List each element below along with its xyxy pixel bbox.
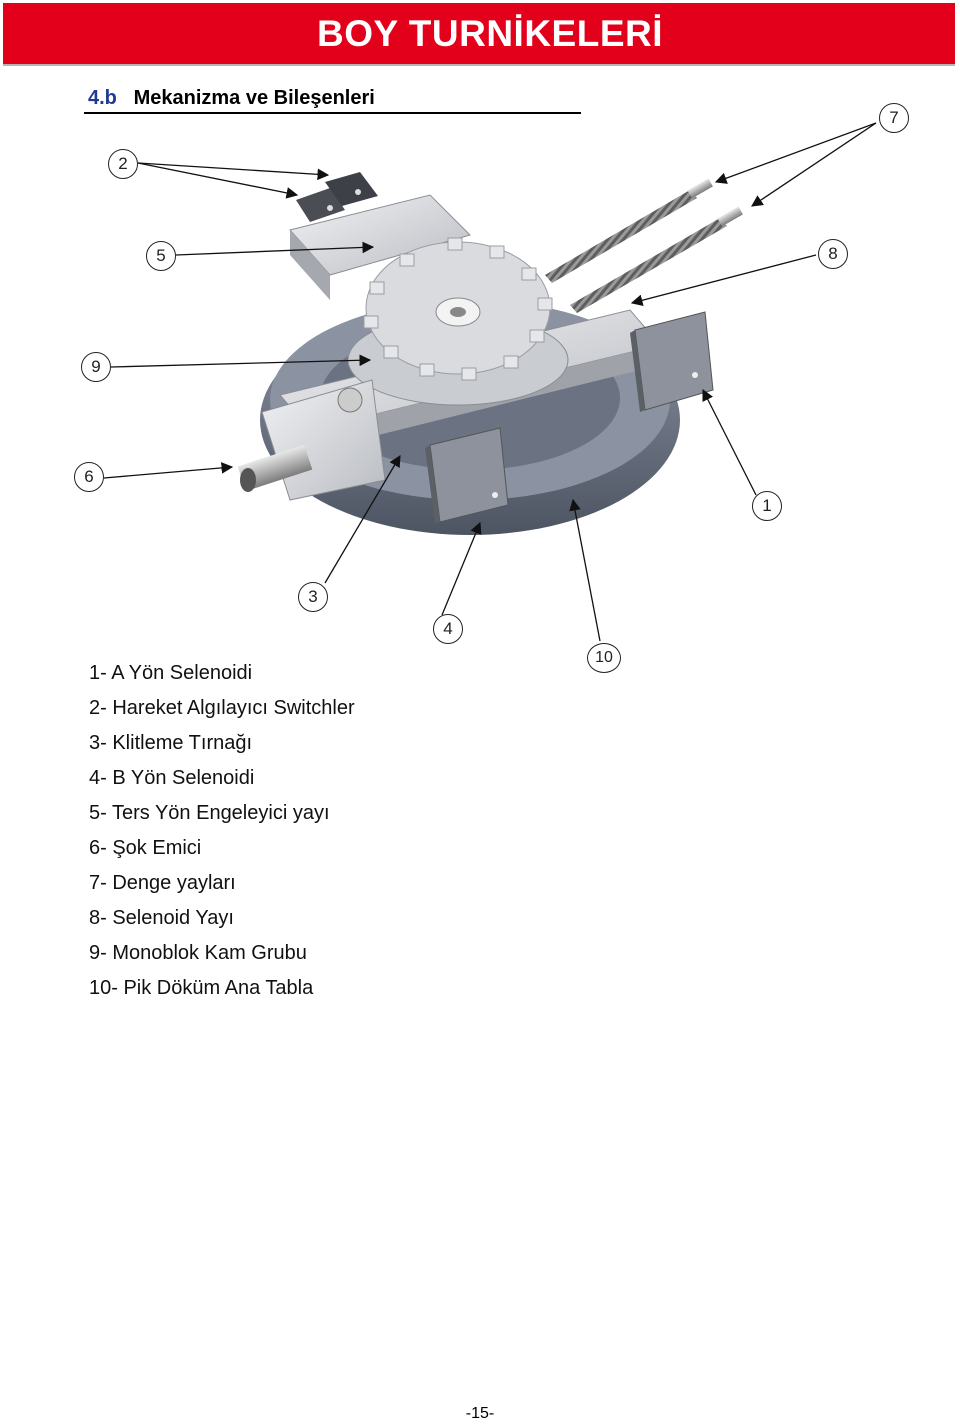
solenoid-b: [425, 427, 509, 524]
component-legend: 1- A Yön Selenoidi 2- Hareket Algılayıcı…: [89, 656, 355, 1006]
legend-item: 3- Klitleme Tırnağı: [89, 732, 253, 754]
callout-3: 3: [298, 582, 328, 612]
page-header-title: BOY TURNİKELERİ: [316, 13, 663, 54]
legend-item: 1- A Yön Selenoidi: [89, 662, 253, 684]
legend-item: 10- Pik Döküm Ana Tabla: [89, 977, 314, 999]
legend-item: 8- Selenoid Yayı: [89, 907, 234, 929]
section-title: Mekanizma ve Bileşenleri: [133, 87, 375, 109]
legend-item: 4- B Yön Selenoidi: [89, 767, 255, 789]
header-banner: BOY TURNİKELERİ: [3, 3, 955, 66]
section-heading: 4.b Mekanizma ve Bileşenleri: [88, 87, 375, 110]
callout-5: 5: [146, 241, 176, 271]
mechanism-figure: 1 2 3 4 5 6 7 8 9 10: [0, 0, 960, 680]
callout-1: 1: [752, 491, 782, 521]
section-underline: [84, 112, 581, 114]
shock-absorber: [237, 379, 386, 501]
mechanism-illustration: [103, 122, 877, 642]
monoblock-cam-group: [347, 237, 569, 406]
legend-item: 7- Denge yayları: [89, 872, 236, 894]
callout-9: 9: [81, 352, 111, 382]
callout-2: 2: [108, 149, 138, 179]
legend-item: 9- Monoblok Kam Grubu: [89, 942, 307, 964]
callout-6: 6: [74, 462, 104, 492]
legend-item: 2- Hareket Algılayıcı Switchler: [89, 697, 355, 719]
callout-7: 7: [879, 103, 909, 133]
legend-item: 6- Şok Emici: [89, 837, 202, 859]
callout-8: 8: [818, 239, 848, 269]
callout-4: 4: [433, 614, 463, 644]
callout-10: 10: [587, 643, 621, 673]
page-number: -15-: [465, 1405, 495, 1422]
legend-item: 5- Ters Yön Engeleyici yayı: [89, 802, 330, 824]
balance-springs: [545, 178, 743, 313]
solenoid-a: [630, 311, 714, 412]
motion-sensor-switches: [296, 172, 378, 222]
leader-lines: [103, 122, 877, 642]
section-number: 4.b: [88, 87, 117, 109]
